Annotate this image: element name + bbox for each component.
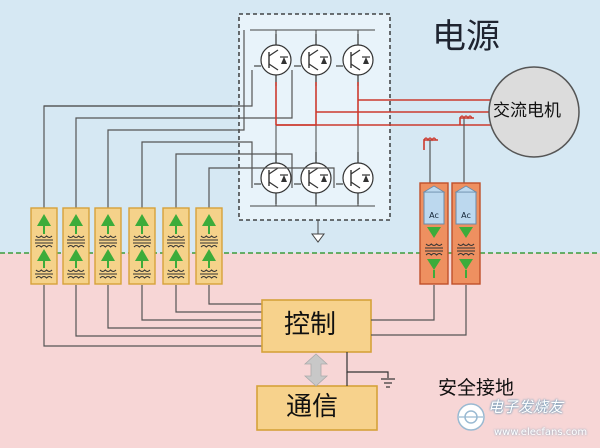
signal-arrow-icon bbox=[101, 249, 115, 268]
control-label: 控制 bbox=[284, 310, 337, 340]
current-sensor-icon: Ac bbox=[419, 182, 449, 285]
safety-ground-label: 安全接地 bbox=[438, 377, 515, 399]
isolation-transformer-icon bbox=[133, 235, 151, 248]
isolation-transformer-icon bbox=[200, 235, 218, 248]
igbt-switch-icon bbox=[336, 34, 374, 86]
igbt-switch-icon bbox=[336, 152, 374, 204]
isolation-transformer-icon bbox=[67, 235, 85, 248]
gate-drive-lines bbox=[43, 30, 335, 347]
communication-box bbox=[256, 385, 378, 431]
isolation-transformer-icon bbox=[67, 269, 85, 279]
sensor-coils bbox=[423, 115, 473, 142]
signal-arrow-icon bbox=[135, 249, 149, 268]
isolation-transformer-icon bbox=[167, 235, 185, 248]
gate-driver-isolator bbox=[62, 207, 90, 285]
gate-driver-isolator bbox=[30, 207, 58, 285]
gate-driver-isolator bbox=[128, 207, 156, 285]
signal-arrow-icon bbox=[69, 214, 83, 234]
control-box bbox=[261, 299, 372, 353]
communication-label: 通信 bbox=[286, 392, 339, 422]
gate-driver-isolator bbox=[94, 207, 122, 285]
motor-phase-lines bbox=[275, 82, 495, 150]
elecfans-logo bbox=[457, 403, 485, 431]
igbt-switch-icon bbox=[294, 152, 332, 204]
signal-arrow-icon bbox=[169, 249, 183, 268]
isolation-transformer-icon bbox=[167, 269, 185, 279]
igbt-switch-icon bbox=[254, 152, 292, 204]
isolation-transformer-icon bbox=[35, 269, 53, 279]
watermark-brand: 电子发烧友 bbox=[488, 398, 564, 416]
double-arrow-icon bbox=[303, 353, 329, 387]
power-domain-label: 电源 bbox=[432, 17, 500, 57]
isolation-transformer-icon bbox=[200, 269, 218, 279]
ac-motor bbox=[488, 66, 580, 158]
sensor-taps bbox=[429, 118, 465, 185]
isolation-transformer-icon bbox=[35, 235, 53, 248]
motor-label: 交流电机 bbox=[493, 101, 561, 121]
signal-arrow-icon bbox=[169, 214, 183, 234]
signal-arrow-icon bbox=[135, 214, 149, 234]
isolation-transformer-icon bbox=[99, 235, 117, 248]
dc-bus-ground bbox=[311, 220, 325, 243]
gate-driver-isolator bbox=[162, 207, 190, 285]
isolation-transformer-icon bbox=[133, 269, 151, 279]
ground-icon bbox=[346, 352, 395, 388]
sensor-module-text: Ac bbox=[429, 211, 439, 220]
sensor-control-lines bbox=[371, 285, 467, 336]
gate-driver-isolator bbox=[195, 207, 223, 285]
signal-arrow-icon bbox=[202, 214, 216, 234]
isolation-transformer-icon bbox=[99, 269, 117, 279]
signal-arrow-icon bbox=[101, 214, 115, 234]
signal-arrow-icon bbox=[69, 249, 83, 268]
signal-arrow-icon bbox=[37, 214, 51, 234]
current-sensor-icon: Ac bbox=[451, 182, 481, 285]
igbt-array bbox=[250, 29, 375, 207]
current-sensor-modules: Ac Ac bbox=[419, 182, 481, 285]
signal-arrow-icon bbox=[202, 249, 216, 268]
gate-driver-isolators bbox=[30, 207, 223, 285]
igbt-switch-icon bbox=[294, 34, 332, 86]
signal-arrow-icon bbox=[37, 249, 51, 268]
igbt-switch-icon bbox=[254, 34, 292, 86]
sensor-module-text: Ac bbox=[461, 211, 471, 220]
watermark-url: www.elecfans.com bbox=[494, 427, 588, 438]
